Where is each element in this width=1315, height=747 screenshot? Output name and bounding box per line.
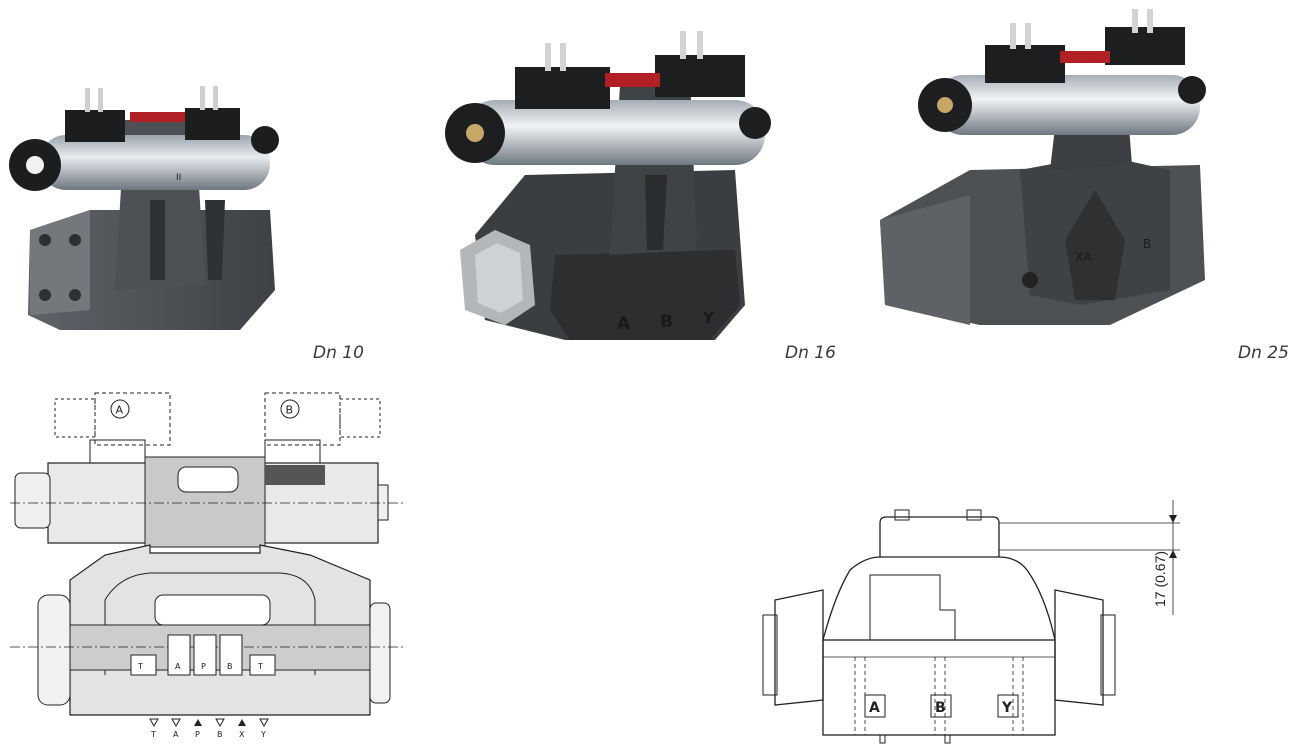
port-p: P	[195, 730, 200, 739]
valve-outline-drawing: A B Y 17 (0.67)	[755, 495, 1315, 747]
chamber-a: A	[175, 662, 181, 671]
chamber-b: B	[227, 662, 233, 671]
valve-dn25-image: XA B	[870, 5, 1215, 345]
valve-dn10-image: II	[0, 80, 300, 350]
dn16-port-a: A	[617, 314, 631, 334]
dn25-mark-xa: XA	[1075, 250, 1092, 264]
dn16-port-b: B	[660, 312, 673, 332]
chamber-t-right: T	[257, 662, 263, 671]
port-b: B	[217, 730, 223, 739]
outline-port-y: Y	[1001, 700, 1013, 716]
valve-section-drawing: A B T A P B T	[10, 385, 405, 747]
outline-port-b: B	[935, 700, 946, 716]
port-y: Y	[260, 730, 266, 739]
solenoid-a-label: A	[116, 404, 124, 417]
dimension-label: 17 (0.67)	[1152, 551, 1168, 607]
port-a: A	[173, 730, 179, 739]
dn25-mark-b: B	[1143, 237, 1151, 251]
caption-dn25: Dn 25	[1238, 343, 1289, 363]
caption-dn10: Dn 10	[313, 343, 364, 363]
valve-dn16-image: A B Y	[435, 5, 775, 350]
chamber-p: P	[201, 662, 206, 671]
outline-port-a: A	[869, 700, 880, 716]
chamber-t-left: T	[137, 662, 143, 671]
solenoid-b-label: B	[286, 404, 294, 417]
port-t: T	[150, 730, 156, 739]
port-x: X	[239, 730, 245, 739]
caption-dn16: Dn 16	[785, 343, 836, 363]
dn16-port-y: Y	[702, 309, 715, 327]
dn10-body-mark: II	[176, 173, 181, 183]
